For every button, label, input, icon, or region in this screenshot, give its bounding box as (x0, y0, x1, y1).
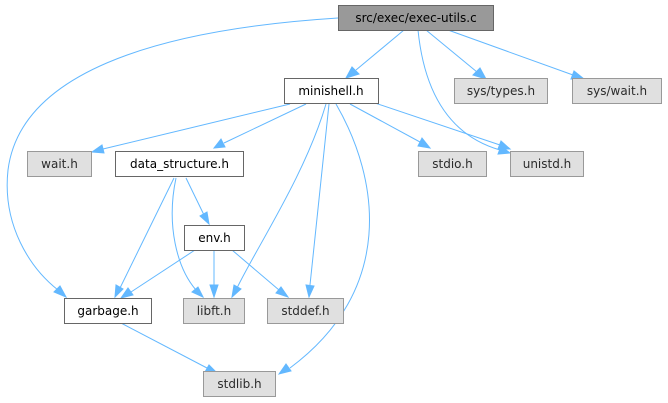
edge-minishell-stddef (309, 103, 330, 286)
edge-root-minishell (355, 29, 405, 71)
edge-env-libft-arrowhead (209, 284, 219, 299)
edge-env-garbage-arrowhead (119, 287, 134, 299)
edge-root-sys-wait (447, 29, 574, 76)
node-wait-label: wait.h (41, 157, 78, 171)
edge-root-sys-types-arrowhead (472, 67, 488, 80)
node-data-structure-label: data_structure.h (130, 157, 229, 171)
edge-minishell-stdio-arrowhead (417, 137, 432, 149)
node-wait: wait.h (27, 151, 92, 177)
node-env-label: env.h (198, 231, 231, 245)
edge-data-structure-env (185, 177, 205, 216)
edge-minishell-libft (236, 103, 327, 289)
node-sys-types-label: sys/types.h (467, 84, 535, 98)
edge-minishell-data-structure (223, 103, 307, 144)
node-stdlib-label: stdlib.h (217, 377, 261, 391)
edge-minishell-wait-arrowhead (90, 144, 105, 154)
node-sys-types: sys/types.h (454, 78, 548, 104)
edge-minishell-unistd-arrowhead (497, 140, 512, 150)
edge-minishell-wait (102, 103, 291, 150)
graph-nodes: src/exec/exec-utils.c minishell.h sys/ty… (27, 5, 662, 397)
edge-data-structure-libft (171, 177, 197, 291)
edge-root-garbage (6, 17, 339, 291)
node-stddef: stddef.h (267, 298, 344, 324)
edge-minishell-data-structure-arrowhead (212, 138, 226, 149)
edge-root-garbage-arrowhead (53, 285, 68, 299)
edge-root-sys-types (425, 29, 478, 73)
node-minishell-label: minishell.h (298, 84, 363, 98)
edge-env-stddef-arrowhead (275, 286, 290, 298)
edge-env-stddef (231, 249, 280, 291)
node-env[interactable]: env.h (184, 225, 245, 251)
edge-data-structure-garbage (119, 177, 175, 289)
node-libft: libft.h (183, 298, 245, 324)
node-stdio: stdio.h (418, 151, 487, 177)
edge-minishell-stdio (349, 103, 421, 143)
edge-root-minishell-arrowhead (344, 66, 360, 79)
edge-data-structure-libft-arrowhead (191, 286, 205, 299)
edge-data-structure-garbage-arrowhead (114, 284, 124, 299)
node-sys-wait: sys/wait.h (572, 78, 662, 104)
node-garbage-label: garbage.h (77, 304, 138, 318)
node-libft-label: libft.h (197, 304, 231, 318)
edge-env-garbage (130, 249, 196, 293)
node-unistd: unistd.h (510, 151, 584, 177)
edge-data-structure-env-arrowhead (199, 211, 210, 226)
edge-garbage-stdlib (120, 322, 208, 369)
node-stdio-label: stdio.h (432, 157, 472, 171)
node-sys-wait-label: sys/wait.h (587, 84, 647, 98)
edge-root-unistd (417, 29, 501, 151)
edge-minishell-unistd (371, 101, 501, 146)
node-stdlib: stdlib.h (203, 371, 276, 397)
node-stddef-label: stddef.h (281, 304, 329, 318)
edge-root-sys-wait-arrowhead (570, 70, 586, 80)
edge-minishell-stdlib-arrowhead (277, 363, 292, 375)
graph-edges (6, 17, 586, 375)
node-garbage[interactable]: garbage.h (64, 298, 152, 324)
node-minishell[interactable]: minishell.h (284, 78, 379, 104)
node-root: src/exec/exec-utils.c (338, 5, 494, 31)
edge-minishell-stddef-arrowhead (305, 284, 315, 299)
node-unistd-label: unistd.h (523, 157, 572, 171)
node-root-label: src/exec/exec-utils.c (355, 11, 476, 25)
node-data-structure[interactable]: data_structure.h (115, 151, 244, 177)
edge-minishell-libft-arrowhead (231, 284, 242, 299)
edge-minishell-stdlib (289, 103, 370, 369)
